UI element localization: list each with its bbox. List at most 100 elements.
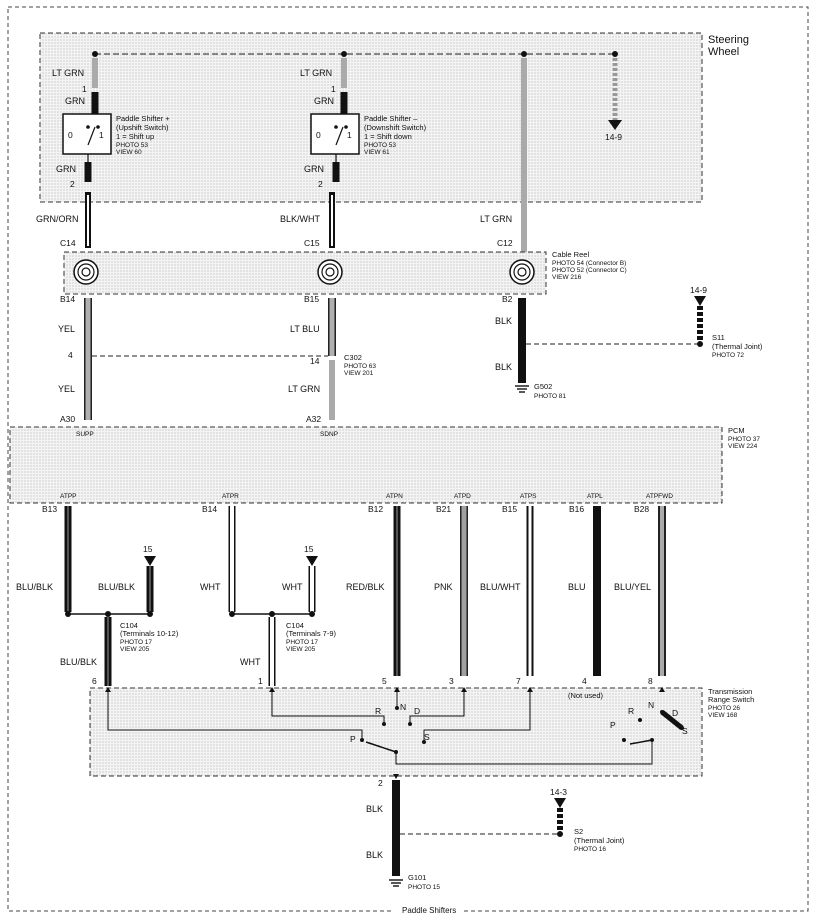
wire-label-wht: WHT bbox=[200, 582, 221, 592]
paddle-down-name: Paddle Shifter – bbox=[364, 114, 418, 123]
trs-photo: PHOTO 26 bbox=[708, 705, 740, 712]
paddle-down-sub: (Downshift Switch) bbox=[364, 123, 427, 132]
splice-dot bbox=[65, 611, 71, 617]
wire-label-blu: BLU bbox=[568, 582, 586, 592]
splice-dot bbox=[518, 340, 526, 348]
pcm-term-atpd: ATPD bbox=[454, 493, 471, 500]
splice-dot bbox=[697, 341, 703, 347]
pin-a32: A32 bbox=[306, 414, 321, 424]
wire-label-blublk-3: BLU/BLK bbox=[60, 657, 97, 667]
trs-pin-6: 6 bbox=[92, 676, 97, 686]
pcm-term-atps: ATPS bbox=[520, 493, 537, 500]
s2-photo: PHOTO 16 bbox=[574, 846, 606, 853]
trs-pin-1: 1 bbox=[258, 676, 263, 686]
wire-label-blublk-2: BLU/BLK bbox=[98, 582, 135, 592]
pin-a30: A30 bbox=[60, 414, 75, 424]
trs-pin-arrows bbox=[105, 687, 665, 692]
splice-dot bbox=[557, 831, 563, 837]
wire-label-pnk: PNK bbox=[434, 582, 453, 592]
trs-name-1: Transmission bbox=[708, 687, 752, 696]
wire-label-bluyel: BLU/YEL bbox=[614, 582, 651, 592]
paddle-up-sub: (Upshift Switch) bbox=[116, 123, 169, 132]
splice-dot bbox=[229, 611, 235, 617]
cable-reel-coil-icon bbox=[73, 259, 99, 285]
c104a-name: C104 bbox=[120, 621, 138, 630]
paddle-up-photo: PHOTO 53 bbox=[116, 142, 148, 149]
splice-dot bbox=[612, 51, 618, 57]
footer-title: Paddle Shifters bbox=[402, 906, 456, 915]
selector-right-n: N bbox=[648, 700, 654, 710]
pin-b21: B21 bbox=[436, 504, 451, 514]
pin-b12: B12 bbox=[368, 504, 383, 514]
splice-dot bbox=[269, 611, 275, 617]
switch-pos-0: 0 bbox=[68, 130, 73, 140]
pin-b14: B14 bbox=[60, 294, 75, 304]
pin-b16: B16 bbox=[569, 504, 584, 514]
selector-right-r: R bbox=[628, 706, 634, 716]
wire-label-blk: BLK bbox=[495, 316, 512, 326]
ref-arrow-icon bbox=[694, 296, 706, 306]
g101-photo: PHOTO 15 bbox=[408, 884, 440, 891]
wire-label-blkwht: BLK/WHT bbox=[280, 214, 321, 224]
wire-label-yel-2: YEL bbox=[58, 384, 75, 394]
trs-pin-5: 5 bbox=[382, 676, 387, 686]
selector-right-d: D bbox=[672, 708, 678, 718]
s11-name: S11 bbox=[712, 333, 725, 342]
paddle-down-view: VIEW 61 bbox=[364, 149, 390, 156]
wire-label-blk-4: BLK bbox=[366, 850, 383, 860]
wire-label-blublk: BLU/BLK bbox=[16, 582, 53, 592]
pcm-term-atpp: ATPP bbox=[60, 493, 77, 500]
pcm-term-supp: SUPP bbox=[76, 431, 94, 438]
wire-label-wht-2: WHT bbox=[282, 582, 303, 592]
pcm-term-atpfwd: ATPFWD bbox=[646, 493, 673, 500]
switch-contact bbox=[334, 125, 338, 129]
switch-pos-0: 0 bbox=[316, 130, 321, 140]
pcm-term-atpr: ATPR bbox=[222, 493, 239, 500]
ref-14-3: 14-3 bbox=[550, 787, 567, 797]
pcm-photo: PHOTO 37 bbox=[728, 436, 760, 443]
wire-label-grn-2: GRN bbox=[56, 164, 76, 174]
wire-label-ltgrn: LT GRN bbox=[52, 68, 84, 78]
wire-label-blk-2: BLK bbox=[495, 362, 512, 372]
ref-15-b: 15 bbox=[304, 544, 314, 554]
s2-name: S2 bbox=[574, 827, 583, 836]
trs-view: VIEW 168 bbox=[708, 712, 738, 719]
pin-b15: B15 bbox=[304, 294, 319, 304]
wire-label-grn-3: GRN bbox=[314, 96, 334, 106]
selector-right-s: S bbox=[682, 726, 688, 736]
c104b-name: C104 bbox=[286, 621, 304, 630]
paddle-shifter-down-switch bbox=[310, 113, 360, 155]
cable-reel-view: VIEW 216 bbox=[552, 274, 582, 281]
c104a-view: VIEW 205 bbox=[120, 646, 150, 653]
trs-name-2: Range Switch bbox=[708, 695, 754, 704]
pin-label-3: 1 bbox=[331, 84, 336, 94]
splice-dot bbox=[147, 611, 153, 617]
ground-icon bbox=[515, 385, 529, 393]
paddle-up-note: 1 = Shift up bbox=[116, 132, 154, 141]
wire-label-grn: GRN bbox=[65, 96, 85, 106]
cable-reel-photo-c: PHOTO 52 (Connector C) bbox=[552, 267, 627, 274]
splice-dot bbox=[105, 611, 111, 617]
pin-c14: C14 bbox=[60, 238, 76, 248]
c302-photo: PHOTO 63 bbox=[344, 363, 376, 370]
trs-pin-8: 8 bbox=[648, 676, 653, 686]
ground-icon bbox=[389, 879, 403, 887]
s11-photo: PHOTO 72 bbox=[712, 352, 744, 359]
wire-label-grn-4: GRN bbox=[304, 164, 324, 174]
right-selector-switch bbox=[622, 710, 684, 745]
trs-pin-2: 2 bbox=[378, 778, 383, 788]
splice-dot bbox=[392, 830, 400, 838]
ref-arrow-icon bbox=[554, 798, 566, 808]
wire-label-ltgrn-3: LT GRN bbox=[480, 214, 512, 224]
switch-pos-1: 1 bbox=[99, 130, 104, 140]
pin-b2: B2 bbox=[502, 294, 513, 304]
splice-dot bbox=[309, 611, 315, 617]
wire-label-wht-3: WHT bbox=[240, 657, 261, 667]
selector-p: P bbox=[350, 734, 356, 744]
wire-label-redblk: RED/BLK bbox=[346, 582, 385, 592]
cable-reel-photo-b: PHOTO 54 (Connector B) bbox=[552, 260, 626, 267]
wire-label-grnorn: GRN/ORN bbox=[36, 214, 79, 224]
c104b-photo: PHOTO 17 bbox=[286, 639, 318, 646]
c104b-view: VIEW 205 bbox=[286, 646, 316, 653]
footer-bg bbox=[392, 904, 462, 916]
